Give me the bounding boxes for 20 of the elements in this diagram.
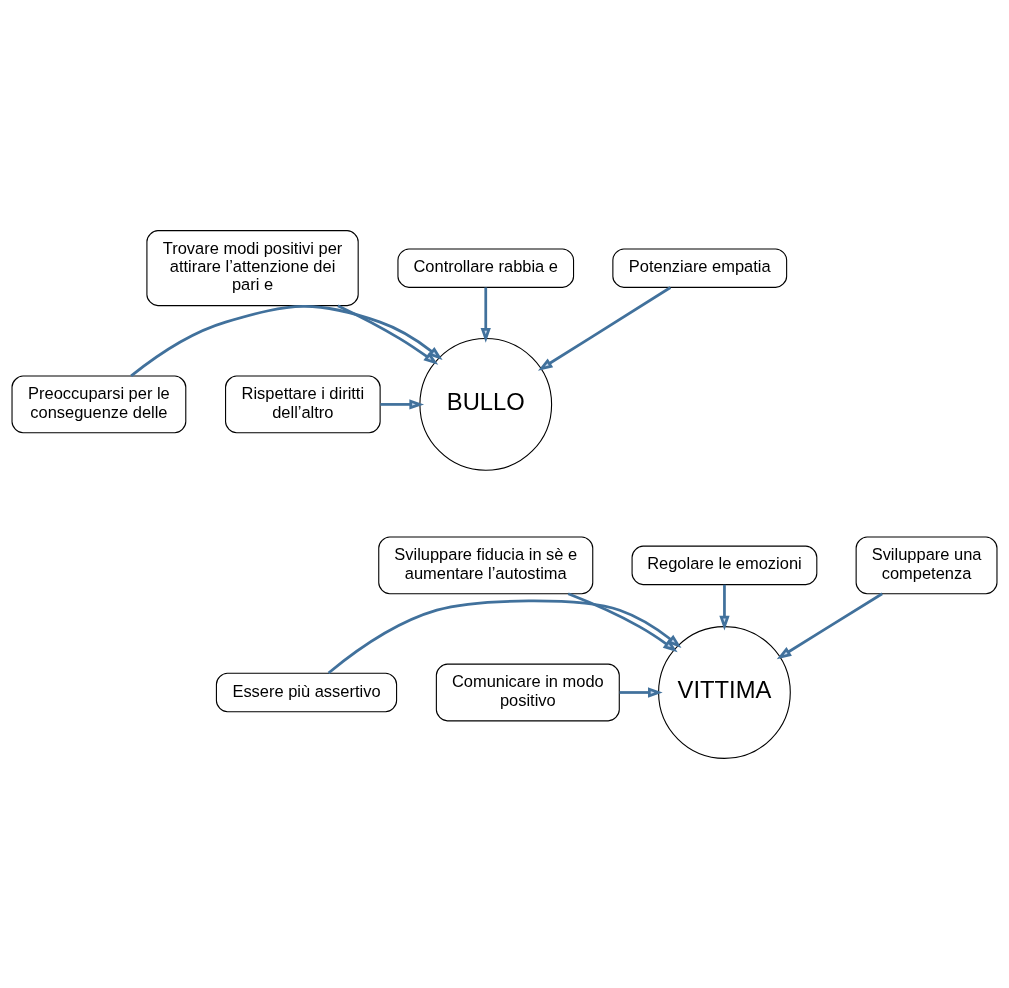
node-box: Sviluppare fiducia in sè e aumentare l’autostima <box>378 536 594 594</box>
node-box: Comunicare in modo positivo <box>435 663 620 721</box>
arrow <box>619 686 663 698</box>
node-box: Sviluppare una competenza <box>855 536 998 594</box>
node-box: Controllare rabbia e <box>397 247 575 288</box>
arrow <box>719 584 730 631</box>
arrow <box>380 398 425 410</box>
arrow <box>776 592 883 659</box>
arrow <box>337 303 439 365</box>
node-box: Essere più assertivo <box>215 672 398 712</box>
arrow <box>538 285 672 371</box>
node-box: Trovare modi positivi per attirare l’attenzione dei pari e <box>146 229 359 306</box>
node-box: Rispettare i diritti dell’altro <box>225 375 381 433</box>
node-box: Potenziare empatia <box>612 247 788 288</box>
node-box: Regolare le emozioni <box>631 545 818 585</box>
node-box: Preoccuparsi per le conseguenze delle <box>11 375 187 433</box>
arrow <box>130 304 443 377</box>
arrow <box>327 599 682 674</box>
arrow <box>567 592 678 652</box>
arrow <box>480 287 491 343</box>
